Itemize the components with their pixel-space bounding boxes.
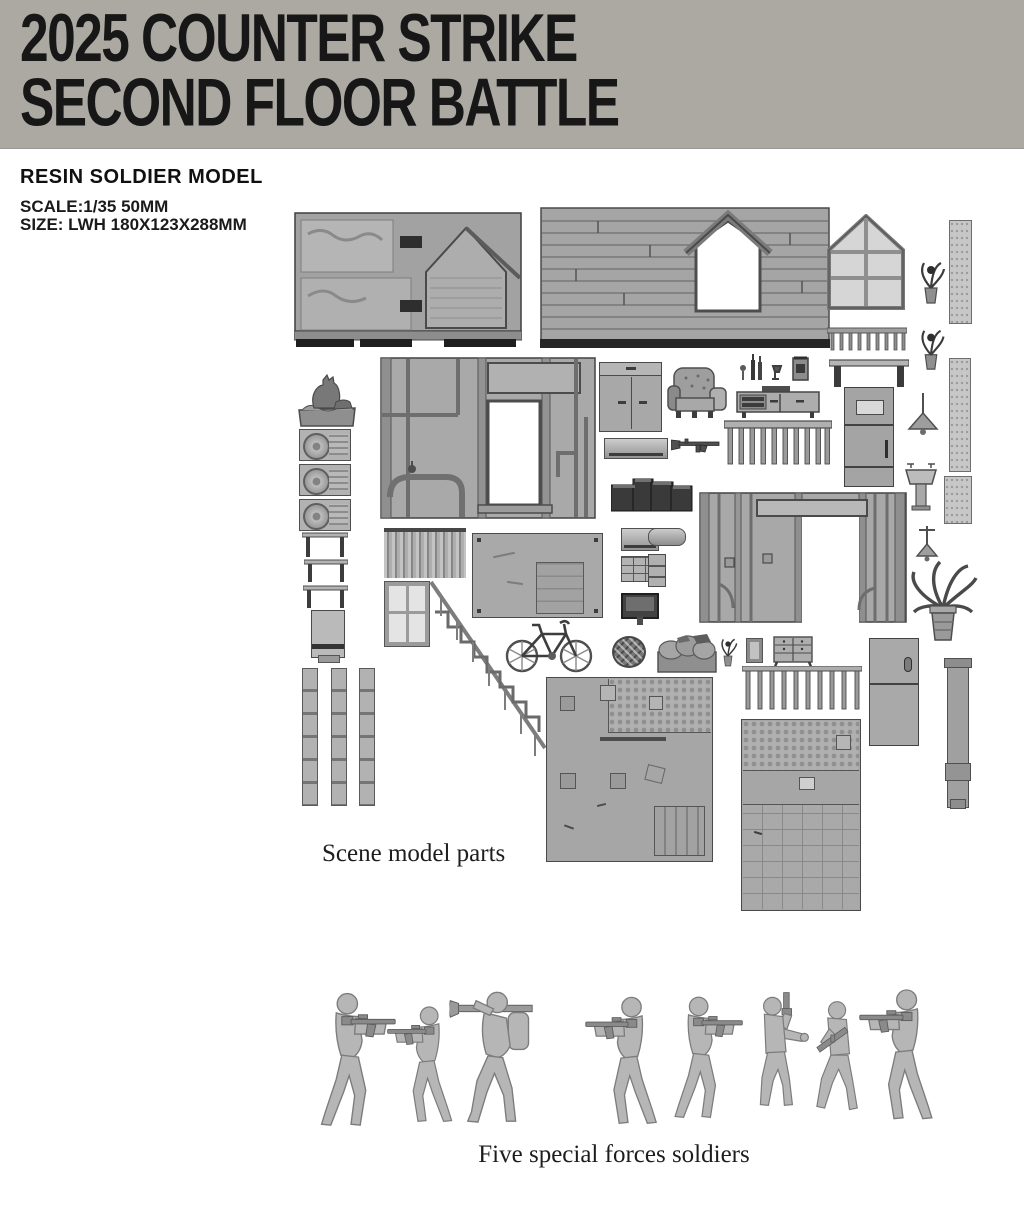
soldier-aiming-left-2 (584, 993, 672, 1125)
soldier-aiming-right-2 (660, 988, 744, 1124)
part-wall-panel-gable (294, 212, 522, 347)
soldier-aiming-right-1 (305, 988, 397, 1128)
handle-icon (639, 401, 647, 404)
product-heading: RESIN SOLDIER MODEL (20, 166, 263, 188)
part-potted-plant-small-2 (916, 326, 946, 372)
part-railing-ladder (742, 666, 862, 710)
board-sketch (536, 562, 584, 614)
product-size: SIZE: LWH 180X123X288MM (20, 215, 247, 234)
part-fence-railing (827, 327, 907, 351)
page-title: 2025 COUNTER STRIKE SECOND FLOOR BATTLE (20, 0, 620, 140)
fan-icon (302, 503, 330, 531)
part-mini-drawers (648, 554, 666, 587)
part-dark-steps (611, 478, 693, 512)
part-wall-board (472, 533, 603, 618)
part-wardrobe-cabinet (599, 362, 662, 432)
part-monitor-box (311, 610, 345, 663)
part-pendant-lamp-2 (915, 526, 939, 562)
part-panel-door (844, 387, 894, 487)
page-title-line1: 2025 COUNTER STRIKE (20, 0, 578, 76)
part-doorway-wall (699, 492, 907, 623)
part-tv-monitor (621, 593, 659, 625)
part-lamp-post (944, 658, 972, 809)
part-pipe-wall-window (380, 357, 596, 519)
handle-icon (626, 367, 636, 370)
part-gabled-window-frame (827, 214, 905, 310)
part-potted-plant-small-1 (916, 258, 946, 306)
handle-icon (618, 401, 626, 404)
part-staircase (429, 580, 547, 756)
part-bicycle (505, 619, 593, 673)
part-brick-column-1 (302, 668, 318, 806)
part-pedestal-sink (905, 463, 937, 511)
part-floor-panel-a (546, 677, 713, 862)
part-chimney-column (949, 358, 971, 472)
part-balustrade (724, 420, 832, 465)
handle-icon (885, 440, 888, 458)
part-curtain-slats (384, 528, 466, 578)
part-four-pane-window (385, 582, 429, 646)
part-air-conditioner-long (604, 438, 668, 459)
part-small-table-2 (304, 559, 348, 582)
part-small-table-1 (302, 532, 348, 557)
part-plank-wall-dormer (540, 207, 830, 348)
page-title-line2: SECOND FLOOR BATTLE (20, 63, 620, 140)
part-picture-frame (747, 639, 762, 662)
part-dresser (772, 636, 814, 670)
part-beam (648, 528, 686, 546)
part-sideboard (736, 386, 820, 418)
door-window (856, 400, 884, 415)
part-brick-column-3 (359, 668, 375, 806)
part-pendant-lamp-1 (907, 393, 939, 435)
part-woven-stool (612, 636, 646, 668)
fan-icon (302, 468, 330, 496)
part-cat-statue (298, 373, 356, 427)
part-brick-column-2 (331, 668, 347, 806)
part-tall-door (869, 638, 919, 746)
part-small-table-3 (303, 585, 348, 608)
grille-icon (329, 504, 348, 526)
part-chimney-base (944, 476, 972, 524)
part-potted-plant-small-3 (721, 638, 738, 667)
soldier-rpg (448, 985, 552, 1123)
soldier-pistol-raised (738, 980, 814, 1122)
part-work-table (829, 359, 909, 387)
grille-icon (329, 469, 348, 491)
part-floor-panel-b (741, 719, 861, 911)
soldier-aiming-left-3 (858, 983, 948, 1123)
header-banner: 2025 COUNTER STRIKE SECOND FLOOR BATTLE (0, 0, 1024, 149)
part-assault-rifle (671, 438, 720, 453)
part-air-conditioner-3 (299, 499, 351, 531)
grille-icon (329, 434, 348, 456)
part-potted-palm (911, 560, 978, 641)
scene-parts-caption: Scene model parts (322, 840, 506, 867)
part-air-conditioner-2 (299, 464, 351, 496)
handle-icon (904, 657, 912, 672)
part-sofa-debris (657, 634, 717, 673)
product-scale: SCALE:1/35 50MM (20, 197, 169, 216)
part-shelf-items (740, 354, 809, 381)
part-armchair (667, 367, 727, 418)
part-air-conditioner-1 (299, 429, 351, 461)
soldiers-caption: Five special forces soldiers (478, 1141, 750, 1168)
part-speckled-strip (949, 220, 972, 324)
fan-icon (302, 433, 330, 461)
